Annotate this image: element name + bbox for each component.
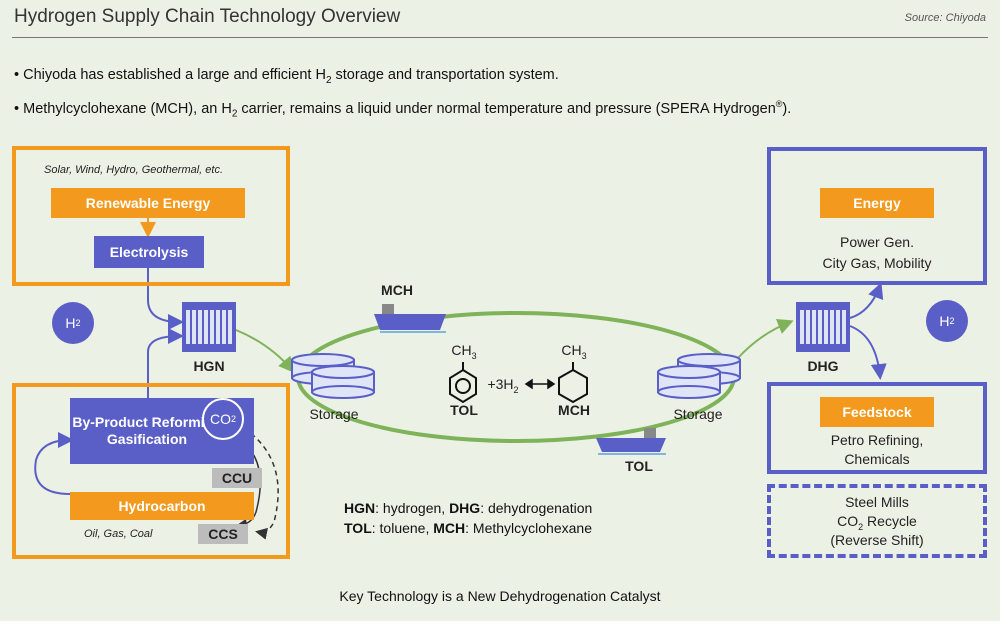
legend-line-2: TOL: toluene, MCH: Methylcyclohexane xyxy=(344,520,592,536)
ship-tol-icon xyxy=(596,428,666,455)
renewable-source-box xyxy=(12,146,290,286)
mch-formula-label: MCH xyxy=(558,402,590,418)
steel-mills-box xyxy=(767,484,987,558)
dhg-reactor-icon xyxy=(796,302,850,352)
hgn-label: HGN xyxy=(193,358,225,374)
source-note: Source: Chiyoda xyxy=(904,12,986,24)
hgn-to-storage-arrow xyxy=(235,329,295,374)
ccu-label: CCU xyxy=(212,468,262,488)
byproduct-to-hgn-arrow xyxy=(147,328,184,398)
fossil-source-box xyxy=(12,383,290,559)
storage-tank-right-icon xyxy=(657,353,741,399)
bullet-2: • Methylcyclohexane (MCH), an H2 carrier… xyxy=(14,99,792,120)
feedstock-label: Feedstock xyxy=(820,397,934,427)
energy-use-2: City Gas, Mobility xyxy=(822,255,932,271)
dhg-to-feedstock-arrow xyxy=(849,325,887,380)
hydrocarbon-sources-text: Oil, Gas, Coal xyxy=(84,528,153,540)
feedstock-use-2: Chemicals xyxy=(844,451,910,467)
plus-3h2-label: +3H2 xyxy=(487,376,519,395)
reaction-arrow-icon xyxy=(524,378,556,390)
bullet-1: • Chiyoda has established a large and ef… xyxy=(14,67,559,86)
storage-tank-left-icon xyxy=(291,353,375,399)
electrolysis-to-hgn-arrow xyxy=(147,268,184,330)
footer-caption: Key Technology is a New Dehydrogenation … xyxy=(339,588,661,604)
steel-mills-line-1: Steel Mills xyxy=(845,494,909,510)
ship-mch-label: MCH xyxy=(381,282,413,298)
title-divider xyxy=(12,37,988,38)
legend-line-1: HGN: hydrogen, DHG: dehydrogenation xyxy=(344,500,593,516)
renewable-sources-text: Solar, Wind, Hydro, Geothermal, etc. xyxy=(44,164,224,176)
renewable-energy-label: Renewable Energy xyxy=(51,188,245,218)
ship-tol-label: TOL xyxy=(625,458,653,474)
energy-box xyxy=(767,147,987,285)
toluene-ch3-label: CH3 xyxy=(451,342,477,361)
mch-molecule-icon xyxy=(558,362,588,404)
ccs-label: CCS xyxy=(198,524,248,544)
feedstock-use-1: Petro Refining, xyxy=(830,432,924,448)
dhg-label: DHG xyxy=(807,358,839,374)
electrolysis-label: Electrolysis xyxy=(94,236,204,268)
steel-mills-line-2: CO2 Recycle xyxy=(837,513,917,532)
energy-label: Energy xyxy=(820,188,934,218)
steel-mills-line-3: (Reverse Shift) xyxy=(830,532,924,548)
feedstock-box xyxy=(767,382,987,474)
energy-use-1: Power Gen. xyxy=(840,234,914,250)
storage-to-dhg-arrow xyxy=(737,319,794,359)
dhg-to-energy-arrow xyxy=(849,282,884,319)
hydrocarbon-loop-arrow xyxy=(34,432,74,495)
tol-formula-label: TOL xyxy=(450,402,478,418)
hgn-reactor-icon xyxy=(182,302,236,352)
storage-right-label: Storage xyxy=(673,406,723,422)
page-title: Hydrogen Supply Chain Technology Overvie… xyxy=(14,6,401,27)
mch-ch3-label: CH3 xyxy=(561,342,587,361)
hydrocarbon-label: Hydrocarbon xyxy=(70,492,254,520)
co2-ccs-arrow xyxy=(243,427,279,540)
toluene-molecule-icon xyxy=(449,362,477,404)
storage-left-label: Storage xyxy=(309,406,359,422)
ship-mch-icon xyxy=(374,304,446,333)
